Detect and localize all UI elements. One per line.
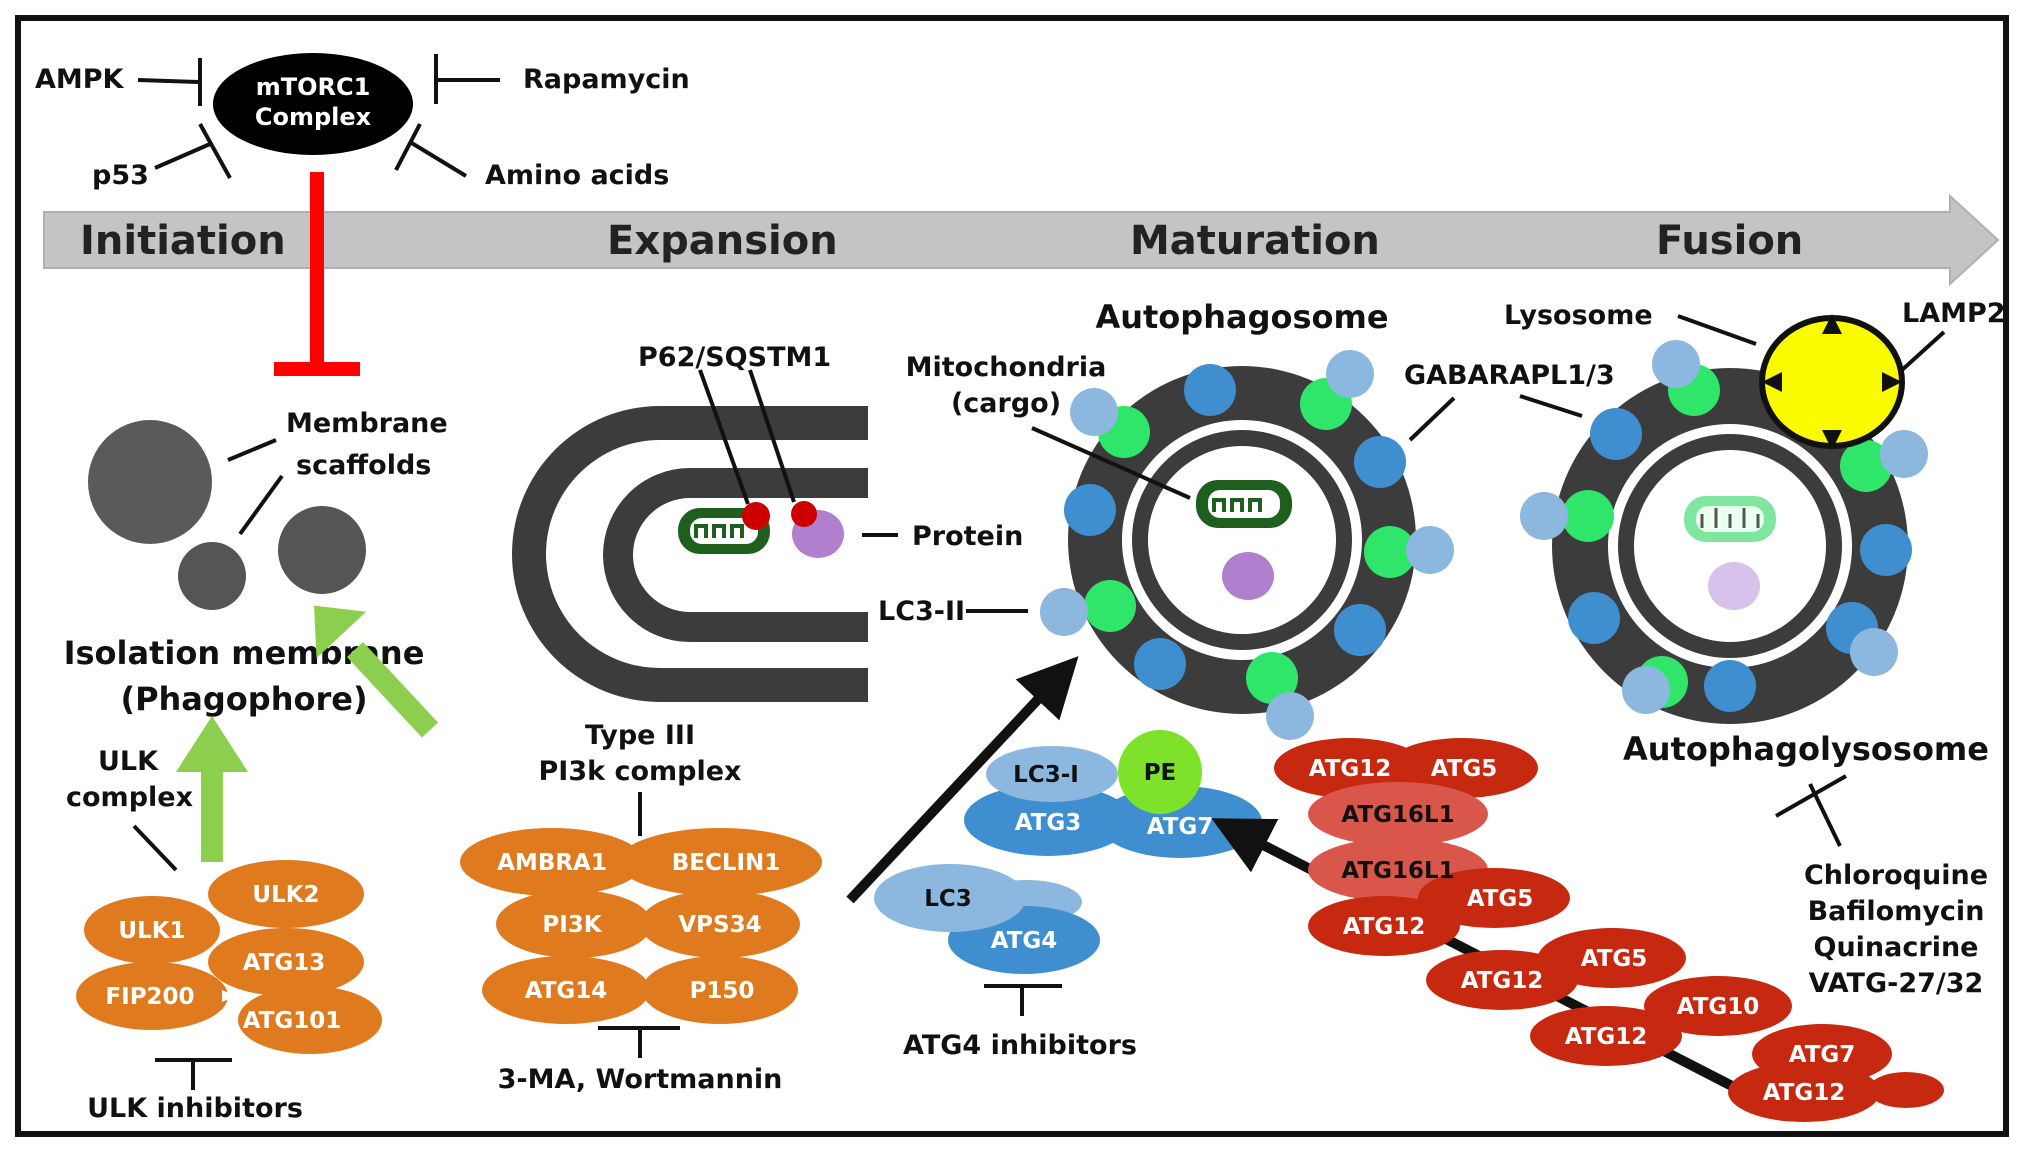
mtorc1-inhibition-lines — [137, 54, 500, 179]
pill-atg7-red: ATG7 — [1789, 1042, 1856, 1068]
stage-fusion: Fusion — [1656, 218, 1803, 264]
type3-label-2: PI3k complex — [539, 756, 742, 787]
phagophore-shape — [512, 406, 868, 702]
atg4-inhibitors-label: ATG4 inhibitors — [903, 1030, 1137, 1061]
pill-atg10: ATG10 — [1677, 994, 1760, 1020]
atg12-conjugation-chain: ATG12 ATG5 ATG16L1 ATG16L1 ATG5 ATG12 AT… — [1274, 738, 1944, 1122]
pill-atg12-e: ATG12 — [1763, 1080, 1846, 1106]
gabarapl-label: GABARAPL1/3 — [1404, 360, 1615, 391]
membrane-scaffolds-label-1: Membrane — [286, 408, 448, 439]
isolation-membrane-label-2: (Phagophore) — [120, 680, 367, 718]
mtorc1-label-line2: Complex — [255, 103, 372, 131]
stage-maturation: Maturation — [1130, 218, 1380, 264]
ulk-complex: ULK1 ULK2 ATG13 FIP200 ATG101 — [76, 860, 382, 1054]
mitochondria-label-1: Mitochondria — [906, 352, 1107, 383]
membrane-scaffold-large — [88, 420, 212, 544]
pi3k-complex: AMBRA1 BECLIN1 PI3K VPS34 ATG14 P150 — [460, 828, 822, 1024]
autophagolysosome-protein — [1708, 562, 1760, 610]
p53-label: p53 — [92, 160, 149, 191]
ulk-inhibitors-label: ULK inhibitors — [87, 1093, 303, 1124]
pill-vps34: VPS34 — [678, 912, 761, 938]
rapamycin-label: Rapamycin — [523, 64, 690, 95]
lc3-ii-label: LC3-II — [878, 596, 965, 627]
stage-timeline-arrow — [43, 193, 2000, 287]
ampk-label: AMPK — [35, 64, 125, 95]
membrane-scaffold-small — [178, 542, 246, 610]
pill-p150: P150 — [690, 978, 755, 1004]
autophagosome-lc3-dots — [1040, 350, 1454, 740]
fusion-inhibitor-4: VATG-27/32 — [1809, 968, 1984, 999]
lysosome — [1759, 314, 1905, 450]
pill-pi3k: PI3K — [542, 912, 602, 938]
pill-atg101: ATG101 — [243, 1008, 342, 1034]
pill-atg16l1-a: ATG16L1 — [1341, 802, 1454, 828]
ulk-green-arrow — [176, 716, 248, 862]
amino-acids-label: Amino acids — [485, 160, 669, 191]
lamp2-label: LAMP2 — [1902, 298, 2006, 329]
pill-beclin1: BECLIN1 — [672, 850, 781, 876]
pill-atg12-a: ATG12 — [1309, 756, 1392, 782]
p62-label: P62/SQSTM1 — [638, 342, 831, 373]
autophagolysosome-lc3-dots — [1520, 340, 1928, 714]
protein-label: Protein — [912, 521, 1023, 552]
lc3-conjugation-arrow — [846, 656, 1079, 904]
p62-dot-2 — [791, 501, 817, 527]
pill-atg5-a: ATG5 — [1431, 756, 1498, 782]
pill-ambra1: AMBRA1 — [497, 850, 607, 876]
pill-lc3: LC3 — [924, 886, 972, 912]
pill-atg4: ATG4 — [991, 928, 1058, 954]
pill-ulk1: ULK1 — [118, 918, 185, 944]
pill-atg12-b: ATG12 — [1343, 914, 1426, 940]
pill-atg12-d: ATG12 — [1565, 1024, 1648, 1050]
pill-atg16l1-b: ATG16L1 — [1341, 858, 1454, 884]
mtorc1-complex — [213, 53, 413, 155]
autophagolysosome-label: Autophagolysosome — [1623, 730, 1989, 768]
pill-lc3-i: LC3-I — [1013, 762, 1079, 788]
autophagosome-label: Autophagosome — [1095, 298, 1388, 336]
autophagolysosome-mitochondrion — [1684, 496, 1776, 542]
mtorc1-inhibition-bar — [274, 172, 360, 376]
lc3-atg4-complex: LC3 ATG4 — [874, 864, 1100, 974]
fusion-inhibitor-3: Quinacrine — [1814, 932, 1979, 963]
pi3k-green-arrow — [314, 605, 439, 738]
pill-pe: PE — [1144, 760, 1177, 786]
autophagosome-mitochondrion — [1196, 480, 1292, 528]
mitochondria-label-2: (cargo) — [951, 388, 1061, 419]
fusion-inhibitor-1: Chloroquine — [1804, 860, 1988, 891]
fusion-inhibitor-2: Bafilomycin — [1808, 896, 1985, 927]
autophagosome-protein — [1222, 552, 1274, 600]
pill-atg7-blue: ATG7 — [1147, 814, 1214, 840]
pill-atg13: ATG13 — [243, 950, 326, 976]
p62-dot-1 — [742, 502, 770, 530]
membrane-scaffolds-label-2: scaffolds — [296, 450, 431, 481]
mtorc1-label-line1: mTORC1 — [256, 73, 371, 101]
pill-atg3: ATG3 — [1015, 810, 1082, 836]
pill-ulk2: ULK2 — [252, 882, 319, 908]
ulk-complex-label-2: complex — [66, 782, 193, 813]
type3-label-1: Type III — [585, 720, 695, 751]
pill-atg5-c: ATG5 — [1581, 946, 1648, 972]
lysosome-label: Lysosome — [1504, 300, 1653, 331]
pi3k-inhibitors-label: 3-MA, Wortmannin — [498, 1064, 783, 1095]
pill-fip200: FIP200 — [105, 984, 194, 1010]
stage-expansion: Expansion — [607, 218, 838, 264]
pill-atg12-c: ATG12 — [1461, 968, 1544, 994]
stage-initiation: Initiation — [80, 218, 286, 264]
ulk-complex-label-1: ULK — [98, 746, 159, 777]
autophagolysosome — [1552, 368, 1908, 724]
pill-atg5-b: ATG5 — [1467, 886, 1534, 912]
pill-atg14: ATG14 — [525, 978, 608, 1004]
membrane-scaffold-medium — [278, 506, 366, 594]
